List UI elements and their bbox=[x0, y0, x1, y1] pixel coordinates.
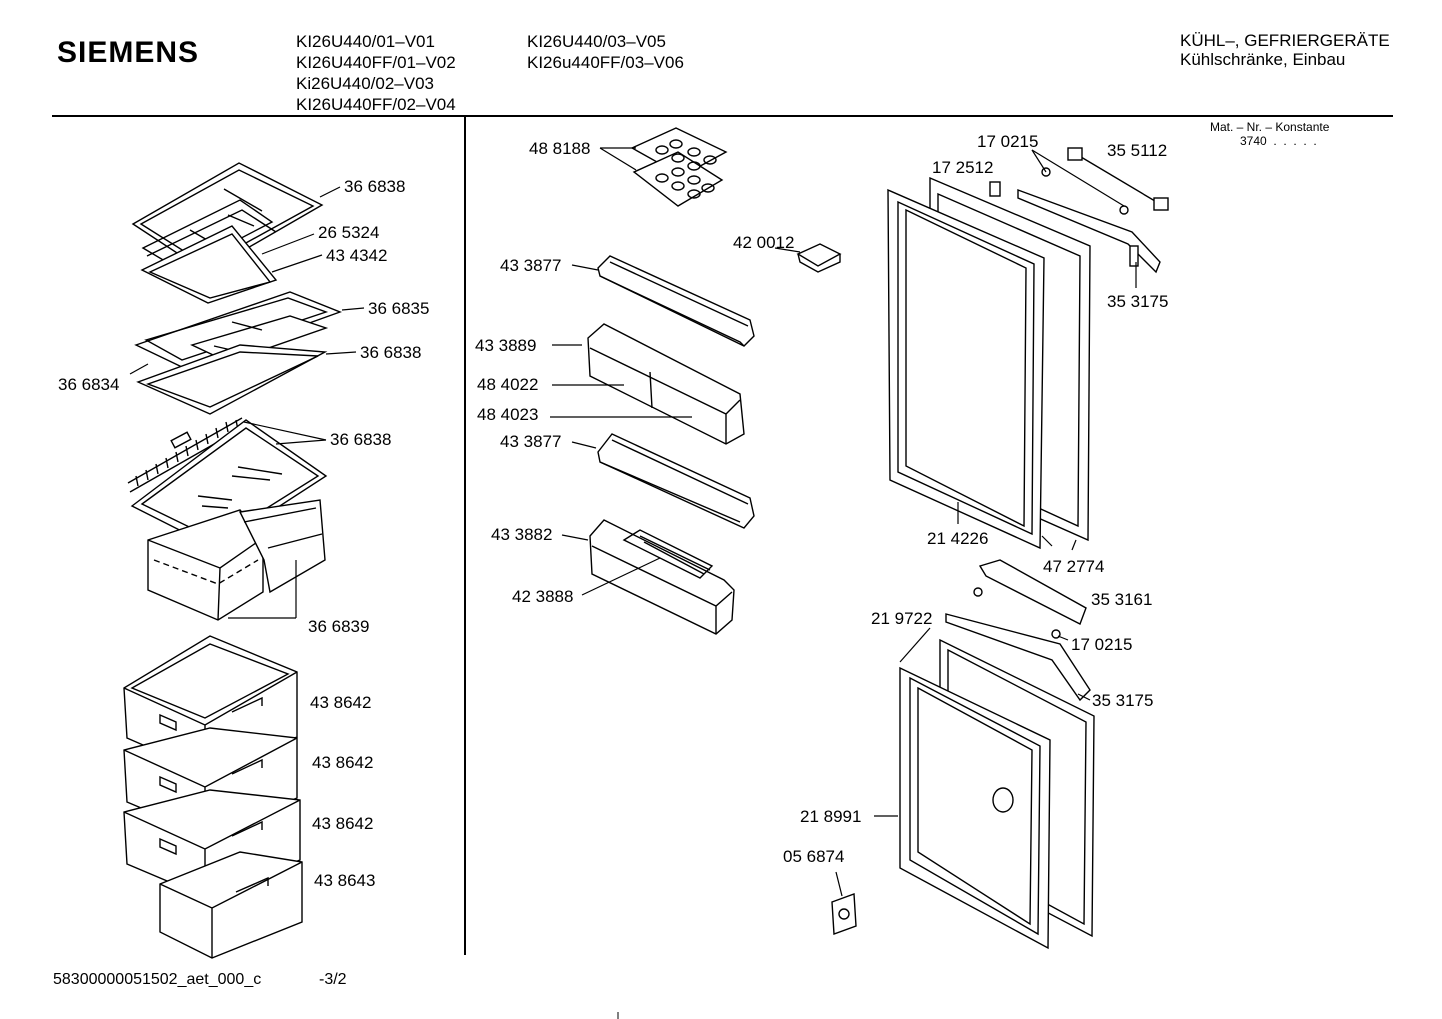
part-number: 26 5324 bbox=[318, 223, 380, 242]
part-number: 36 6838 bbox=[360, 343, 422, 362]
model-number: Ki26U440/02–V03 bbox=[296, 74, 435, 93]
page-number: -3/2 bbox=[319, 971, 347, 988]
part-number: 43 8642 bbox=[310, 693, 372, 712]
model-number: KI26u440FF/03–V06 bbox=[527, 53, 684, 72]
vegetable-drawer-cover bbox=[147, 499, 326, 621]
document-id: 58300000051502_aet_000_c bbox=[53, 971, 262, 988]
fridge-door bbox=[887, 188, 1045, 550]
part-number: 05 6874 bbox=[783, 847, 845, 866]
model-number: KI26U440FF/01–V02 bbox=[296, 53, 456, 72]
model-number: KI26U440/01–V01 bbox=[296, 32, 435, 51]
part-number: 21 8991 bbox=[800, 807, 862, 826]
part-number: 43 3877 bbox=[500, 432, 562, 451]
sensor-056874 bbox=[831, 893, 857, 935]
model-number: KI26U440/03–V05 bbox=[527, 32, 666, 51]
hinge-cover-353161 bbox=[978, 559, 1087, 625]
door-bin-middle bbox=[597, 433, 755, 529]
freezer-door bbox=[899, 666, 1051, 950]
cover-glass-plate bbox=[127, 417, 328, 549]
part-number: 43 8643 bbox=[314, 871, 376, 890]
part-number: 17 0215 bbox=[1071, 635, 1133, 654]
part-number: 21 4226 bbox=[927, 529, 989, 548]
part-number: 35 3175 bbox=[1107, 292, 1169, 311]
small-part-172512 bbox=[989, 181, 1001, 197]
door-bin-top bbox=[597, 255, 755, 347]
brand-logo: SIEMENS bbox=[57, 36, 200, 69]
hinge-lower bbox=[945, 613, 1091, 702]
hinge-upper bbox=[1017, 188, 1161, 274]
leader-lines bbox=[129, 147, 1137, 897]
glass-shelf-lower bbox=[136, 344, 328, 415]
part-number: 48 8188 bbox=[529, 139, 591, 158]
part-number: 36 6838 bbox=[344, 177, 406, 196]
part-number: 36 6838 bbox=[330, 430, 392, 449]
bottle-bin bbox=[589, 519, 735, 635]
door-bin-lidded bbox=[587, 323, 745, 445]
category-title: KÜHL–, GEFRIERGERÄTE Kühlschränke, Einba… bbox=[1180, 31, 1390, 69]
part-number: 43 4342 bbox=[326, 246, 388, 265]
cable-355112 bbox=[1067, 147, 1169, 211]
part-number: 47 2774 bbox=[1043, 557, 1105, 576]
part-number: 35 3161 bbox=[1091, 590, 1153, 609]
egg-tray bbox=[630, 127, 728, 207]
part-number: 43 3882 bbox=[491, 525, 553, 544]
part-number: 35 3175 bbox=[1092, 691, 1154, 710]
part-number: 17 2512 bbox=[932, 158, 994, 177]
part-number: 43 3877 bbox=[500, 256, 562, 275]
small-container-420012 bbox=[796, 243, 842, 273]
part-number: 21 9722 bbox=[871, 609, 933, 628]
part-number: 36 6839 bbox=[308, 617, 370, 636]
part-number: 43 8642 bbox=[312, 753, 374, 772]
material-number-value: 3740 . . . . . bbox=[1240, 134, 1317, 148]
part-number: 35 5112 bbox=[1107, 141, 1168, 160]
model-list-1: KI26U440/01–V01 KI26U440FF/01–V02 Ki26U4… bbox=[296, 31, 456, 115]
part-number: 36 6834 bbox=[58, 375, 120, 394]
model-list-2: KI26U440/03–V05 KI26u440FF/03–V06 bbox=[527, 31, 684, 73]
part-number: 48 4022 bbox=[477, 375, 539, 394]
material-number-label: Mat. – Nr. – Konstante bbox=[1210, 120, 1330, 134]
part-number: 42 3888 bbox=[512, 587, 574, 606]
model-number: KI26U440FF/02–V04 bbox=[296, 95, 456, 114]
part-number: 48 4023 bbox=[477, 405, 539, 424]
shelf-frame-434342 bbox=[140, 225, 278, 304]
part-number: 43 8642 bbox=[312, 814, 374, 833]
drawer-4-small bbox=[159, 851, 303, 959]
part-number: 17 0215 bbox=[977, 132, 1039, 151]
part-number: 42 0012 bbox=[733, 233, 795, 252]
part-number: 43 3889 bbox=[475, 336, 537, 355]
category-line: KÜHL–, GEFRIERGERÄTE bbox=[1180, 31, 1390, 50]
category-line: Kühlschränke, Einbau bbox=[1180, 50, 1346, 69]
part-number: 36 6835 bbox=[368, 299, 430, 318]
